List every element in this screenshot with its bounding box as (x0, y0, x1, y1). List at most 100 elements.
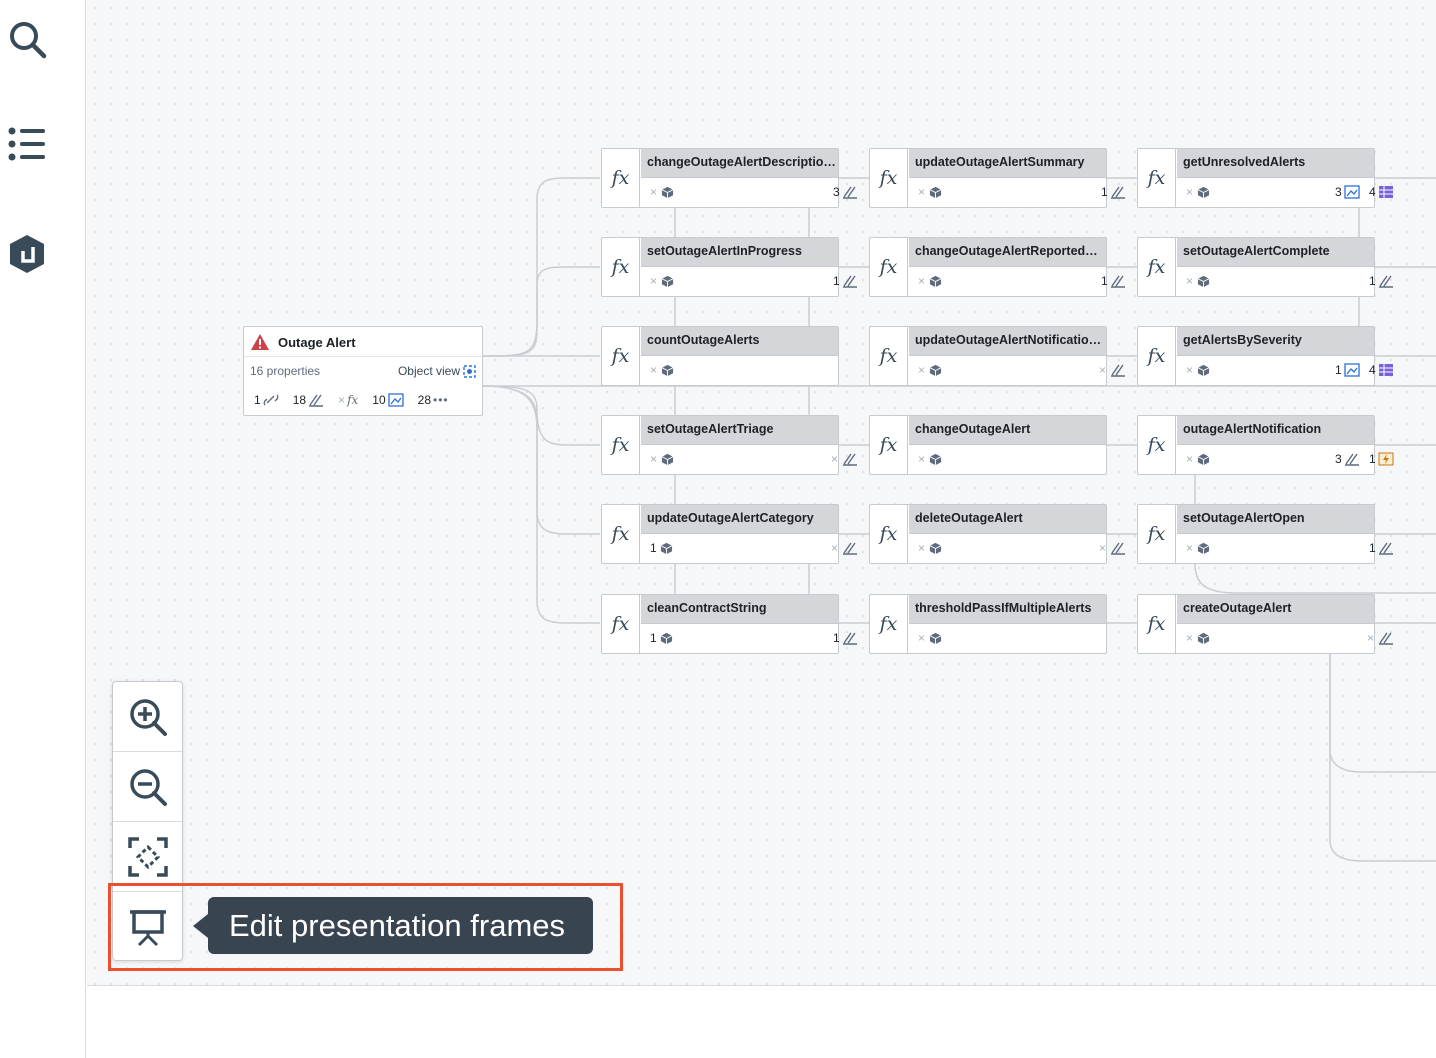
table-icon (1379, 186, 1393, 198)
object-cube-icon (1197, 275, 1210, 288)
action-icon (843, 453, 857, 466)
fx-icon: fx (870, 238, 908, 296)
fx-icon: fx (602, 149, 640, 207)
fx-icon: fx (870, 327, 908, 385)
tooltip-text: Edit presentation frames (229, 907, 566, 943)
function-stats: ×× (909, 534, 1125, 563)
function-left-count: × (1186, 541, 1194, 555)
function-stats: ×× (641, 445, 857, 474)
fx-icon: fx (347, 393, 359, 407)
bottom-panel (87, 987, 1436, 1058)
function-left-count: × (1186, 185, 1194, 199)
function-stats: ×1 (909, 267, 1125, 296)
presentation-button[interactable] (113, 892, 182, 962)
list-icon[interactable] (4, 121, 50, 167)
function-right-count: 1 (1335, 363, 1342, 377)
action-icon (1379, 632, 1393, 645)
function-right-count: × (1367, 631, 1375, 645)
fx-icon: fx (602, 416, 640, 474)
function-right-count: 1 (1101, 185, 1108, 199)
object-view-icon (387, 393, 404, 407)
object-type-node[interactable]: Outage Alert 16 properties Object view 1… (243, 326, 483, 416)
object-type-properties: 16 properties (250, 364, 321, 378)
object-cube-icon (661, 364, 674, 377)
fit-to-screen-button[interactable] (113, 822, 182, 892)
function-left-count: × (650, 274, 658, 288)
function-left-count: × (918, 541, 926, 555)
object-cube-icon (929, 453, 942, 466)
function-stats: ×1 (1177, 267, 1393, 296)
fx-icon: fx (1138, 238, 1176, 296)
ontology-cube-icon[interactable] (4, 231, 50, 277)
function-right-count: 1 (833, 274, 840, 288)
function-name: createOutageAlert (1177, 595, 1374, 624)
function-name: getUnresolvedAlerts (1177, 149, 1374, 178)
table-icon (1379, 364, 1393, 376)
function-stats: ×1 (641, 267, 857, 296)
action-icon (1111, 542, 1125, 555)
object-type-title: Outage Alert (250, 333, 356, 351)
zoom-in-button[interactable] (113, 682, 182, 752)
fx-icon: fx (1138, 327, 1176, 385)
fx-icon: fx (870, 505, 908, 563)
function-left-count: 1 (650, 631, 657, 645)
function-name: updateOutageAlertSummary (909, 149, 1106, 178)
function-name: setOutageAlertOpen (1177, 505, 1374, 534)
function-right-count: 1 (1101, 274, 1108, 288)
action-icon (1379, 542, 1393, 555)
function-left-count: × (1186, 452, 1194, 466)
action-icon (1345, 453, 1359, 466)
object-view-icon (463, 364, 476, 378)
bolt-icon (1378, 452, 1394, 466)
object-view-link[interactable]: Object view (398, 364, 476, 378)
function-extra-count: 4 (1369, 185, 1376, 199)
function-right-count: × (1099, 541, 1107, 555)
zoom-out-button[interactable] (113, 752, 182, 822)
function-right-count: × (831, 452, 839, 466)
function-name: cleanContractString (641, 595, 838, 624)
action-icon (1111, 186, 1125, 199)
fx-icon: fx (602, 327, 640, 385)
function-name: changeOutageAlertDescriptio… (641, 149, 838, 178)
stat-actions: 18 (293, 393, 324, 407)
function-left-count: × (1186, 363, 1194, 377)
function-name: setOutageAlertComplete (1177, 238, 1374, 267)
function-stats: × 3 4 (1177, 178, 1393, 207)
divider (244, 356, 482, 357)
function-left-count: × (1186, 274, 1194, 288)
search-icon[interactable] (4, 16, 50, 62)
object-view-icon (1344, 185, 1360, 199)
function-right-count: 3 (833, 185, 840, 199)
function-stats: ×3 (641, 178, 857, 207)
object-cube-icon (929, 186, 942, 199)
function-name: countOutageAlerts (641, 327, 838, 356)
function-name: setOutageAlertTriage (641, 416, 838, 445)
function-name: getAlertsBySeverity (1177, 327, 1374, 356)
fit-to-screen-icon (127, 836, 168, 877)
function-name: updateOutageAlertNotificatio… (909, 327, 1106, 356)
tooltip: Edit presentation frames (193, 897, 593, 954)
function-left-count: 1 (650, 541, 657, 555)
left-rail (0, 0, 86, 1058)
highlight-box (108, 883, 623, 971)
action-icon (1111, 275, 1125, 288)
function-right-count: 3 (1335, 185, 1342, 199)
